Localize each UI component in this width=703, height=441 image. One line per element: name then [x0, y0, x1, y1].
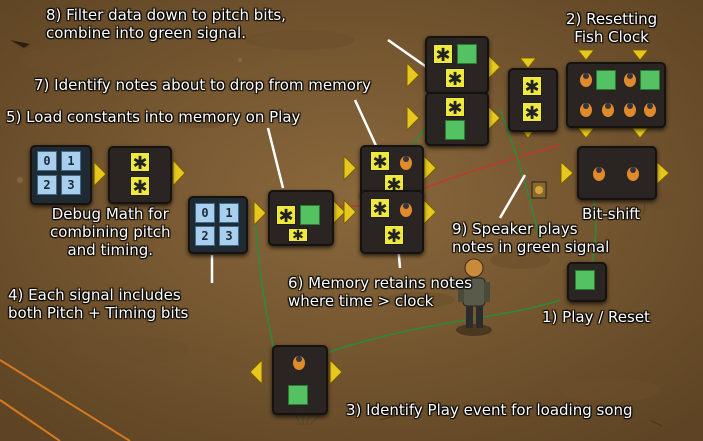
fish-icon — [398, 153, 414, 171]
filter-combinator[interactable]: ✱ ✱ — [425, 36, 489, 94]
each-signal-icon: ✱ — [522, 76, 542, 96]
fish-icon — [622, 100, 638, 118]
each-signal-icon: ✱ — [370, 198, 390, 218]
fish-icon — [591, 164, 607, 182]
each-signal-icon: ✱ — [276, 205, 296, 225]
each-signal-icon: ✱ — [370, 151, 390, 171]
memory-combinator[interactable]: ✱ ✱ — [360, 190, 424, 254]
annotation-identify-play: 3) Identify Play event for loading song — [346, 401, 633, 419]
fish-clock-combinator[interactable] — [566, 62, 666, 128]
annotation-each-signal: 4) Each signal includes both Pitch + Tim… — [8, 286, 188, 322]
green-signal-icon — [575, 270, 595, 290]
fish-icon — [600, 100, 616, 118]
annotation-memory: 6) Memory retains notes where time > clo… — [288, 274, 472, 310]
signal-digit-0: 0 — [37, 151, 57, 171]
each-signal-icon: ✱ — [130, 152, 150, 172]
annotation-speaker: 9) Speaker plays notes in green signal — [452, 220, 609, 256]
signal-digit-2: 2 — [37, 175, 57, 195]
fish-icon — [291, 353, 307, 371]
debug-constant-combinator[interactable]: 0 1 2 3 — [188, 196, 248, 254]
signal-digit-3: 3 — [219, 226, 239, 246]
bitshift-combinator[interactable] — [577, 146, 657, 200]
signal-digit-0: 0 — [195, 203, 215, 223]
green-signal-icon — [445, 120, 465, 140]
green-signal-icon — [300, 205, 320, 225]
green-signal-icon — [596, 70, 616, 90]
fish-icon — [625, 164, 641, 182]
green-signal-icon — [457, 44, 477, 64]
annotation-debug-math: Debug Math for combining pitch and timin… — [50, 205, 171, 259]
signal-digit-3: 3 — [61, 175, 81, 195]
annotation-load-constants: 5) Load constants into memory on Play — [6, 108, 300, 126]
each-signal-icon: ✱ — [130, 176, 150, 196]
each-signal-icon: ✱ — [445, 68, 465, 88]
play-reset-switch[interactable] — [567, 262, 607, 302]
each-signal-icon: ✱ — [522, 102, 542, 122]
each-signal-icon: ✱ — [433, 44, 453, 64]
annotation-resetting: 2) Resetting Fish Clock — [566, 10, 657, 46]
green-signal-icon — [288, 385, 308, 405]
debug-constant-combinator[interactable]: 0 1 2 3 — [30, 145, 92, 205]
fish-icon — [578, 70, 594, 88]
annotation-identify-notes: 7) Identify notes about to drop from mem… — [34, 76, 371, 94]
clock-combinator[interactable]: ✱ ✱ — [508, 68, 558, 132]
play-event-combinator[interactable] — [272, 345, 328, 415]
signal-digit-2: 2 — [195, 226, 215, 246]
fish-icon — [398, 200, 414, 218]
arithmetic-combinator[interactable]: ✱ ✱ — [108, 146, 172, 204]
fish-icon — [578, 100, 594, 118]
green-signal-icon — [640, 70, 660, 90]
filter-combinator[interactable]: ✱ — [425, 92, 489, 146]
signal-digit-1: 1 — [61, 151, 81, 171]
each-signal-icon: ✱ — [288, 228, 308, 242]
annotation-play-reset: 1) Play / Reset — [542, 308, 650, 326]
decider-combinator[interactable]: ✱ ✱ — [268, 190, 334, 246]
each-signal-icon: ✱ — [445, 97, 465, 117]
fish-icon — [622, 70, 638, 88]
speaker-icon — [532, 182, 546, 198]
annotation-filter: 8) Filter data down to pitch bits, combi… — [46, 6, 286, 42]
fish-icon — [642, 100, 658, 118]
signal-digit-1: 1 — [219, 203, 239, 223]
each-signal-icon: ✱ — [384, 225, 404, 245]
